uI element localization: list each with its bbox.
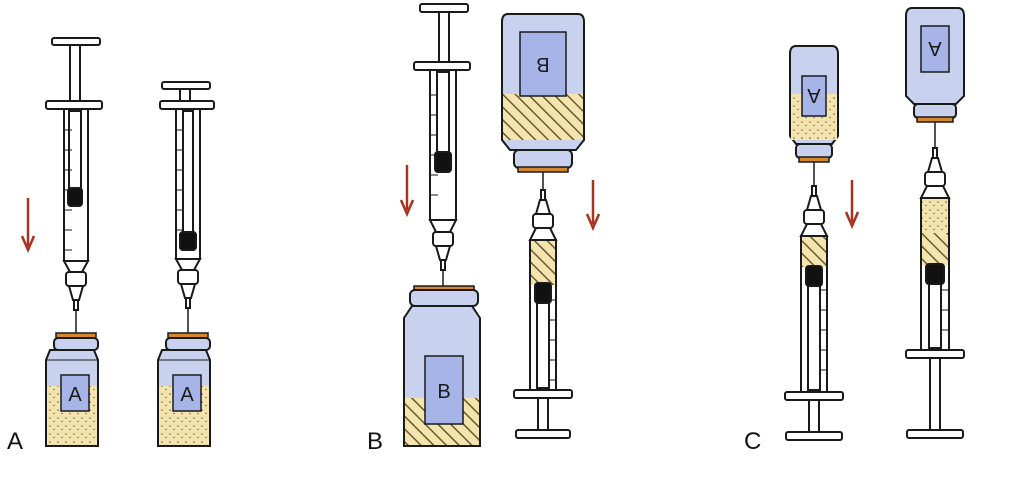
vial-label [801, 75, 827, 117]
vial-label [920, 25, 950, 73]
vial-label-text: A [180, 384, 194, 406]
vial: A [157, 332, 211, 447]
panel-letter: C [744, 428, 761, 455]
syringe [784, 162, 844, 441]
vial-label [60, 374, 90, 412]
down-arrow-icon [399, 165, 415, 218]
panel-letter: B [367, 428, 383, 455]
syringe [45, 37, 103, 346]
down-arrow-icon [844, 180, 860, 230]
syringe [159, 81, 215, 346]
vial-label [424, 355, 464, 425]
syringe [413, 3, 471, 290]
vial-label [172, 374, 202, 412]
syringe [905, 122, 965, 439]
down-arrow-icon [585, 180, 601, 232]
vial: B [403, 285, 481, 447]
vial-label-text: A [68, 384, 82, 406]
panel-b: B B [367, 3, 601, 455]
vial: A [905, 7, 965, 123]
panel-a: A [7, 37, 215, 455]
panel-c: A [744, 7, 965, 455]
down-arrow-icon [20, 198, 36, 254]
vial: B [501, 13, 585, 173]
vial: A [45, 332, 99, 447]
vial-label-text: B [536, 53, 549, 75]
panel-letter: A [7, 428, 23, 455]
vial-label-text: A [807, 84, 821, 106]
vial-label-text: A [928, 37, 942, 59]
syringe [513, 172, 573, 439]
vial-label-text: B [437, 381, 450, 403]
vial: A [789, 45, 839, 163]
vial-label [519, 31, 567, 97]
